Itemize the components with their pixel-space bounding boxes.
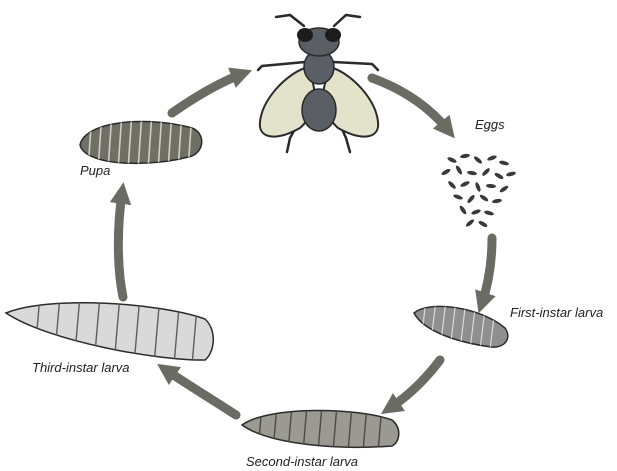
first-instar-larva [414,300,508,350]
fly-abdomen [302,89,336,131]
arrow-adult-to-eggs [372,78,448,130]
second-instar-larva [242,405,399,452]
adult-fly [258,15,378,152]
arrow-eggs-to-first-instar [482,238,492,303]
arrow-third-instar-to-pupa [118,193,123,297]
eggs-label: Eggs [475,117,505,132]
eggs-cluster [441,153,517,228]
second-instar-larva-label: Second-instar larva [246,454,358,469]
arrow-pupa-to-adult [172,74,242,113]
third-instar-larva [6,295,213,365]
fly-right-eye [325,28,341,42]
first-instar-larva-label: First-instar larva [510,305,603,320]
pupa [80,112,202,170]
arrow-first-to-second-instar [390,360,440,408]
arrow-second-to-third-instar [166,370,236,415]
pupa-label: Pupa [80,163,110,178]
third-instar-larva-label: Third-instar larva [32,360,130,375]
fly-left-eye [297,28,313,42]
